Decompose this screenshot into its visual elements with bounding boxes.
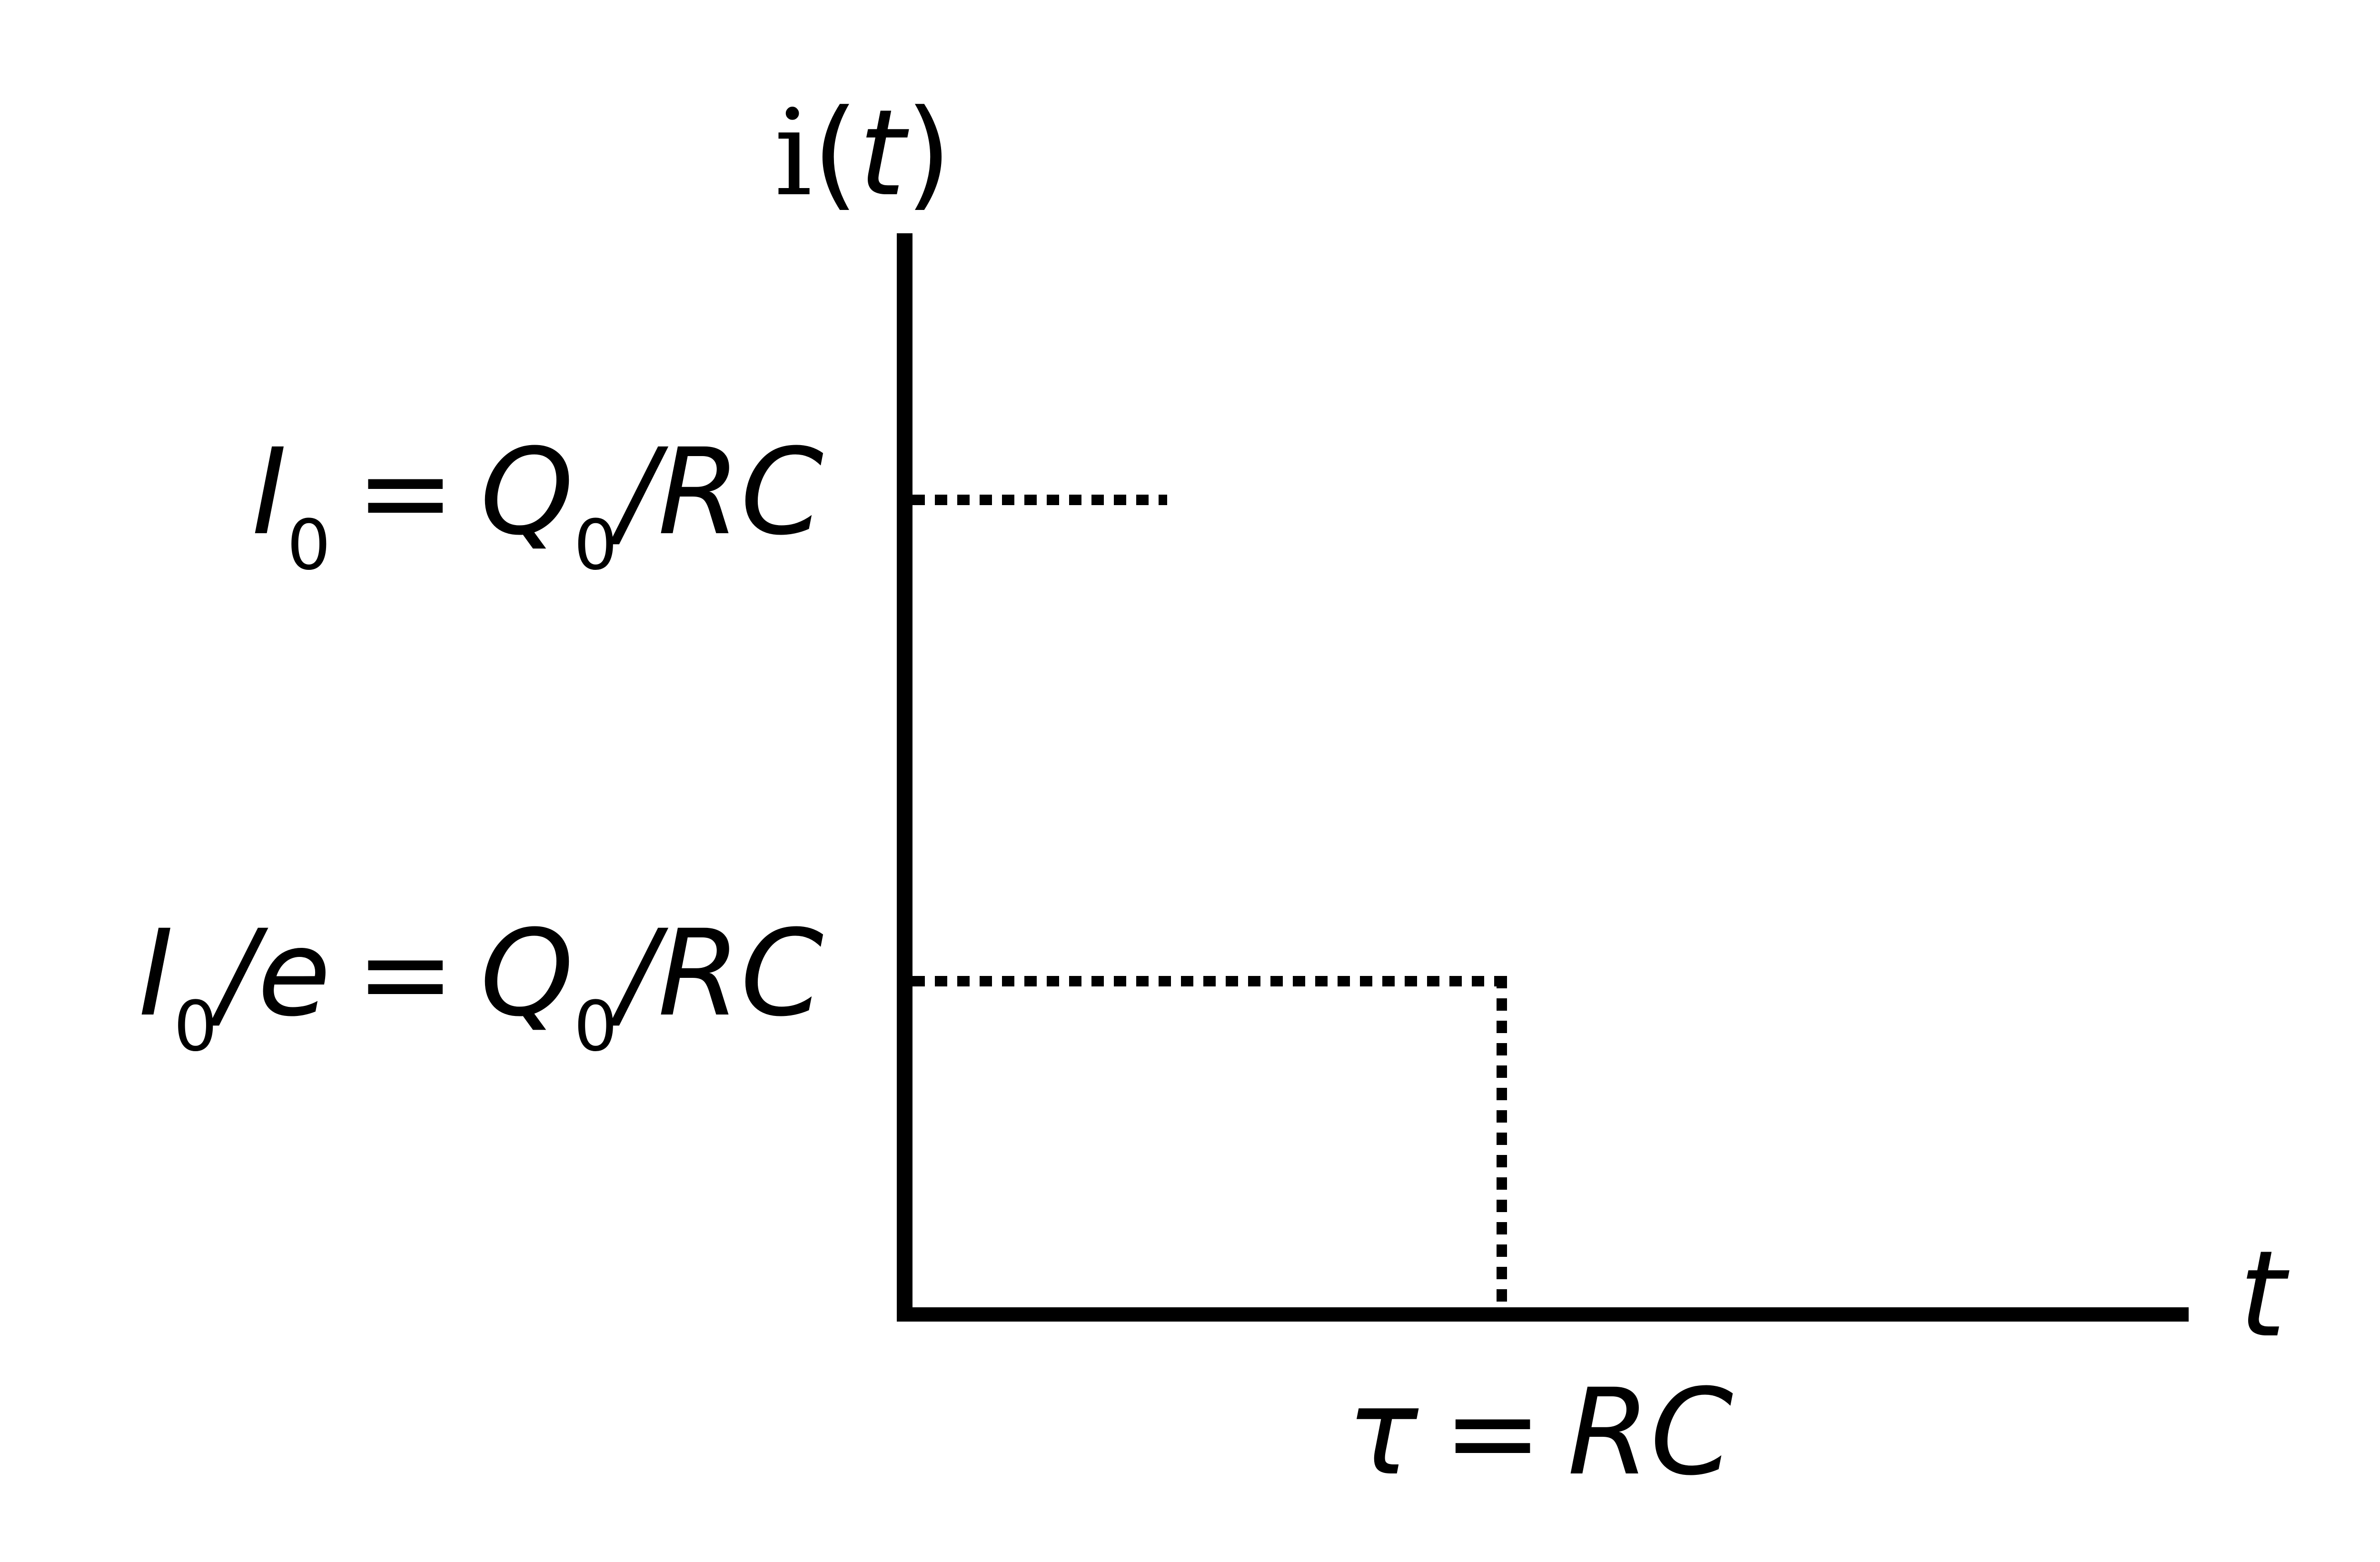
current-symbol: I bbox=[138, 904, 174, 1043]
x-axis-title: t bbox=[2239, 1225, 2286, 1363]
dotted-line-tau-marker bbox=[1497, 976, 1507, 1307]
division-slash: / bbox=[617, 904, 658, 1043]
over-e-suffix: /e bbox=[217, 904, 331, 1043]
y-axis-function-name: i bbox=[774, 84, 813, 222]
dotted-line-current-over-e-level bbox=[912, 976, 1508, 986]
rc-units: RC bbox=[657, 423, 823, 561]
equals-sign: = bbox=[355, 904, 456, 1043]
y-axis-line bbox=[897, 233, 912, 1322]
y-axis-title: i(t) bbox=[774, 94, 952, 213]
division-slash: / bbox=[617, 423, 658, 561]
initial-current-level-label: I0=Q0/RC bbox=[251, 423, 823, 586]
x-axis-line bbox=[897, 1307, 2189, 1322]
current-symbol: I bbox=[251, 423, 287, 561]
tau-symbol: τ bbox=[1346, 1363, 1418, 1502]
equals-sign: = bbox=[355, 423, 456, 561]
current-over-e-level-label: I0/e=Q0/RC bbox=[138, 904, 823, 1067]
y-axis-argument: t bbox=[858, 84, 905, 222]
rc-units: RC bbox=[657, 904, 823, 1043]
y-axis-close-paren: ) bbox=[905, 84, 952, 222]
dotted-line-initial-current-level bbox=[912, 495, 1167, 505]
equals-sign: = bbox=[1443, 1363, 1543, 1502]
time-constant-label: τ=RC bbox=[1347, 1373, 1733, 1492]
charge-symbol: Q bbox=[480, 423, 574, 561]
rc-value: RC bbox=[1567, 1363, 1734, 1502]
y-axis-open-paren: ( bbox=[812, 84, 859, 222]
charge-symbol: Q bbox=[480, 904, 574, 1043]
